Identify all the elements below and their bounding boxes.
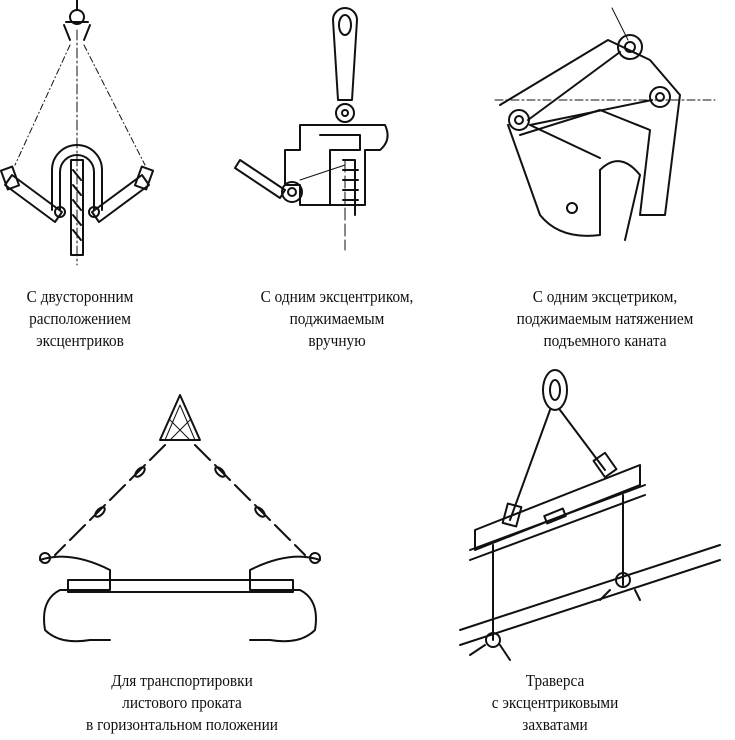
- caption-line: с эксцентриковыми: [491, 693, 619, 712]
- caption-line: поджимаемым: [289, 309, 385, 328]
- caption-line: С двусторонним: [26, 287, 134, 306]
- caption-line: захватами: [522, 715, 588, 734]
- caption-line: С одним эксцетриком,: [532, 287, 678, 306]
- caption-line: вручную: [308, 331, 366, 350]
- figure-caption-horizontal-sheet: Для транспортировки листового проката в …: [86, 670, 278, 736]
- figure-caption-double-eccentric: С двусторонним расположением эксцентрико…: [27, 286, 134, 352]
- caption-line: Траверса: [525, 671, 585, 690]
- caption-line: подъемного каната: [543, 331, 667, 350]
- caption-line: расположением: [29, 309, 131, 328]
- figure-caption-rope-tension-eccentric: С одним эксцетриком, поджимаемым натяжен…: [517, 286, 694, 352]
- rope-tension-eccentric-gripper-drawing: [494, 7, 716, 241]
- caption-line: листового проката: [122, 693, 242, 712]
- manual-eccentric-gripper-drawing: [234, 7, 389, 251]
- figure-caption-traverse: Траверса с эксцентриковыми захватами: [492, 670, 619, 736]
- caption-line: С одним эксцентриком,: [260, 287, 414, 306]
- traverse-with-eccentric-grippers-drawing: [459, 369, 721, 661]
- caption-line: поджимаемым натяжением: [516, 309, 694, 328]
- figure-caption-manual-eccentric: С одним эксцентриком, поджимаемым вручну…: [261, 286, 414, 352]
- caption-line: эксцентриков: [36, 331, 124, 350]
- horizontal-sheet-gripper-drawing: [39, 394, 321, 643]
- caption-line: Для транспортировки: [111, 671, 253, 690]
- caption-line: в горизонтальном положении: [86, 715, 278, 734]
- double-eccentric-gripper-drawing: [0, 0, 155, 266]
